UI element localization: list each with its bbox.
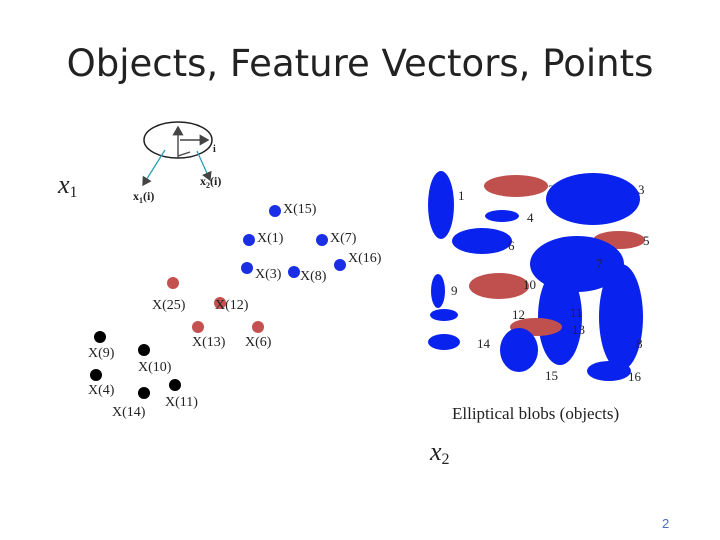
slide-title: Objects, Feature Vectors, Points	[66, 42, 654, 85]
point-marker	[243, 234, 255, 246]
point-marker	[167, 277, 179, 289]
point-marker	[94, 331, 106, 343]
blob-ellipse	[538, 269, 582, 365]
blob-label: 8	[636, 336, 643, 351]
point-label: X(7)	[330, 231, 357, 246]
point-label: X(12)	[215, 298, 249, 313]
blob-ellipse	[469, 273, 529, 299]
axis-label-x1: x1	[57, 170, 78, 201]
blob-ellipse	[587, 361, 631, 381]
blob-label: 4	[527, 210, 534, 225]
blob-ellipse	[599, 264, 643, 370]
point-label: X(13)	[192, 335, 226, 350]
blob-ellipse	[500, 328, 538, 372]
point-label: X(15)	[283, 202, 317, 217]
point-marker	[90, 369, 102, 381]
point-label: X(10)	[138, 360, 172, 375]
blob-label: 11	[570, 305, 583, 320]
blob-label: 10	[523, 277, 536, 292]
point-label: X(9)	[88, 346, 115, 361]
point-marker	[138, 344, 150, 356]
point-marker	[316, 234, 328, 246]
point-label: X(16)	[348, 251, 382, 266]
blob-label: 6	[508, 238, 515, 253]
blob-ellipse	[452, 228, 512, 254]
blob-label: 1	[458, 188, 465, 203]
blob-label: 5	[643, 233, 650, 248]
point-label: X(6)	[245, 335, 272, 350]
page-number: 2	[662, 516, 670, 531]
blob-label: 15	[545, 368, 558, 383]
blob-ellipse	[428, 334, 460, 350]
point-marker	[138, 387, 150, 399]
blob-label: 3	[638, 182, 645, 197]
blob-label: 13	[572, 322, 585, 337]
blobs-caption: Elliptical blobs (objects)	[452, 404, 619, 423]
inset-arrow-x1	[142, 149, 166, 187]
blob-ellipse	[431, 274, 445, 308]
blob-ellipse	[546, 173, 640, 225]
point-label: X(8)	[300, 269, 327, 284]
inset-tick	[177, 151, 191, 157]
point-marker	[288, 266, 300, 278]
inset-ellipse-group: i x1(i) x2(i)	[133, 121, 221, 205]
blob-label: 12	[512, 307, 525, 322]
blob-label: 16	[628, 369, 642, 384]
point-marker	[192, 321, 204, 333]
blob-ellipse	[485, 210, 519, 222]
blob-ellipse	[484, 175, 548, 197]
blob-ellipse	[428, 171, 454, 239]
point-label: X(3)	[255, 267, 282, 282]
point-label: X(4)	[88, 383, 115, 398]
inset-x1-label: x1(i)	[133, 189, 154, 205]
point-marker	[252, 321, 264, 333]
point-marker	[169, 379, 181, 391]
inset-i-label: i	[213, 144, 216, 155]
point-marker	[269, 205, 281, 217]
blob-label: 14	[477, 336, 491, 351]
blob-label: 7	[596, 256, 603, 271]
point-cloud: X(15) X(1) X(7) X(16) X(3) X(8) X(25) X(12) X(13…	[88, 202, 382, 420]
point-marker	[214, 297, 226, 309]
axis-label-x2: x2	[429, 437, 450, 468]
blob-ellipse	[430, 309, 458, 321]
point-marker	[241, 262, 253, 274]
point-label: X(25)	[152, 298, 186, 313]
inset-arrow-x2	[196, 150, 212, 182]
point-label: X(1)	[257, 231, 284, 246]
point-marker	[334, 259, 346, 271]
point-label: X(11)	[165, 395, 198, 410]
inset-x2-label: x2(i)	[200, 174, 221, 190]
blob-label: 9	[451, 283, 458, 298]
point-label: X(14)	[112, 405, 146, 420]
blob-field: 12345678910111213141516	[428, 171, 650, 384]
